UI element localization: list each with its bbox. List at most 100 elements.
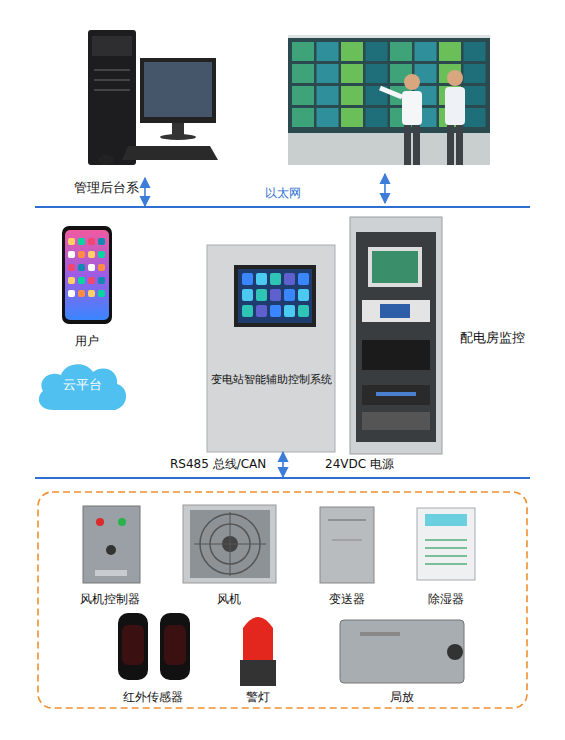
engineer-figure (380, 70, 465, 165)
app-icon (78, 264, 85, 271)
device-group-border (38, 492, 527, 708)
node-label: 云平台 (35, 377, 130, 393)
device-node: 红外传感器 (103, 610, 203, 704)
screen-tile (242, 289, 253, 301)
app-icon (98, 238, 105, 245)
video-wall-photo (288, 35, 490, 165)
fan (183, 505, 276, 583)
app-icon (88, 264, 95, 271)
desktop-computer (92, 36, 132, 56)
engineer-figure (447, 70, 463, 86)
engineer-figure (404, 74, 420, 90)
video-wall-panel (341, 42, 363, 61)
video-wall-panel (292, 42, 486, 127)
rack-cabinet (368, 247, 422, 287)
app-icon (98, 277, 105, 284)
engineer-figure (447, 125, 454, 165)
video-wall-panel (464, 64, 486, 83)
fan (190, 510, 270, 578)
rack-cabinet (350, 217, 442, 454)
video-wall-panel (292, 42, 314, 61)
ethernet-bus: 以太网 (35, 206, 530, 208)
device-node: 除湿器 (406, 504, 486, 606)
screen-tile (284, 289, 295, 301)
device-node: 风机 (189, 504, 269, 606)
node-label: 管理后台系 (74, 180, 139, 196)
connector-arrow (282, 452, 284, 477)
node-label: 除湿器 (406, 592, 486, 606)
device-group-border (38, 492, 527, 708)
device-node: 变送器 (307, 504, 387, 606)
device-node: 风机控制器 (70, 504, 150, 606)
video-wall-panel (317, 42, 339, 61)
node-label: RS485 总线/CAN (170, 457, 266, 471)
transmitter (332, 540, 362, 541)
video-wall-panel (464, 108, 486, 127)
app-icon (68, 238, 75, 245)
device-node: 局放 (340, 616, 464, 704)
app-icon (68, 251, 75, 258)
desktop-computer (140, 58, 216, 123)
app-icon (68, 238, 105, 297)
video-wall-panel (341, 64, 363, 83)
app-icon (68, 290, 75, 297)
app-icon (78, 238, 85, 245)
monitor-rack-node: 配电房监控 (350, 217, 442, 454)
rack-cabinet (380, 304, 410, 318)
infrared-sensor (160, 613, 190, 680)
transmitter (320, 507, 374, 583)
warning-light (240, 617, 276, 686)
video-wall-panel (390, 42, 412, 61)
fan-controller (95, 570, 127, 576)
app-icon (78, 290, 85, 297)
node-label: 用户 (58, 334, 116, 348)
node-label: 变送器 (307, 592, 387, 606)
screen-tile (284, 273, 295, 285)
smartphone (62, 226, 112, 324)
node-label: 风机控制器 (70, 592, 150, 606)
rack-cabinet (376, 392, 416, 396)
connector-arrow (144, 178, 146, 206)
rack-cabinet (356, 232, 436, 442)
app-icon (88, 238, 95, 245)
screen-tile (270, 305, 281, 317)
video-wall-photo (288, 38, 490, 133)
screen-tile (298, 305, 309, 317)
rack-cabinet (362, 412, 430, 430)
video-wall-panel (366, 108, 388, 127)
transmitter (320, 507, 374, 583)
app-icon (78, 251, 85, 258)
screen-tile (284, 305, 295, 317)
desktop-computer (88, 30, 136, 165)
app-icon (98, 251, 105, 258)
app-icon (88, 251, 95, 258)
screen-tile (242, 273, 309, 317)
app-icon (78, 277, 85, 284)
smartphone (65, 230, 109, 320)
video-wall-panel (341, 86, 363, 105)
rack-cabinet (362, 300, 430, 322)
rack-cabinet (372, 251, 418, 283)
dehumidifier (417, 508, 475, 580)
ethernet-arrow (384, 174, 386, 203)
engineer-figure (404, 125, 411, 165)
partial-discharge-sensor (447, 644, 463, 660)
desktop-computer (144, 62, 212, 117)
engineer-figure (456, 125, 463, 165)
screen-tile (270, 289, 281, 301)
desktop-computer (160, 134, 196, 140)
node-label: 风机 (189, 592, 269, 606)
node-label: 局放 (340, 690, 464, 704)
ethernet-arrow (385, 174, 386, 203)
rack-cabinet (350, 217, 442, 454)
infrared-sensor (164, 625, 186, 665)
desktop-computer (172, 123, 184, 135)
video-wall-panel (317, 64, 339, 83)
desktop-computer (122, 146, 218, 160)
app-icon (98, 290, 105, 297)
node-label: 变电站智能辅助控制系统 (207, 373, 335, 386)
video-wall-panel (317, 86, 339, 105)
desktop-computer (98, 155, 114, 165)
engineer-figure (380, 88, 402, 97)
